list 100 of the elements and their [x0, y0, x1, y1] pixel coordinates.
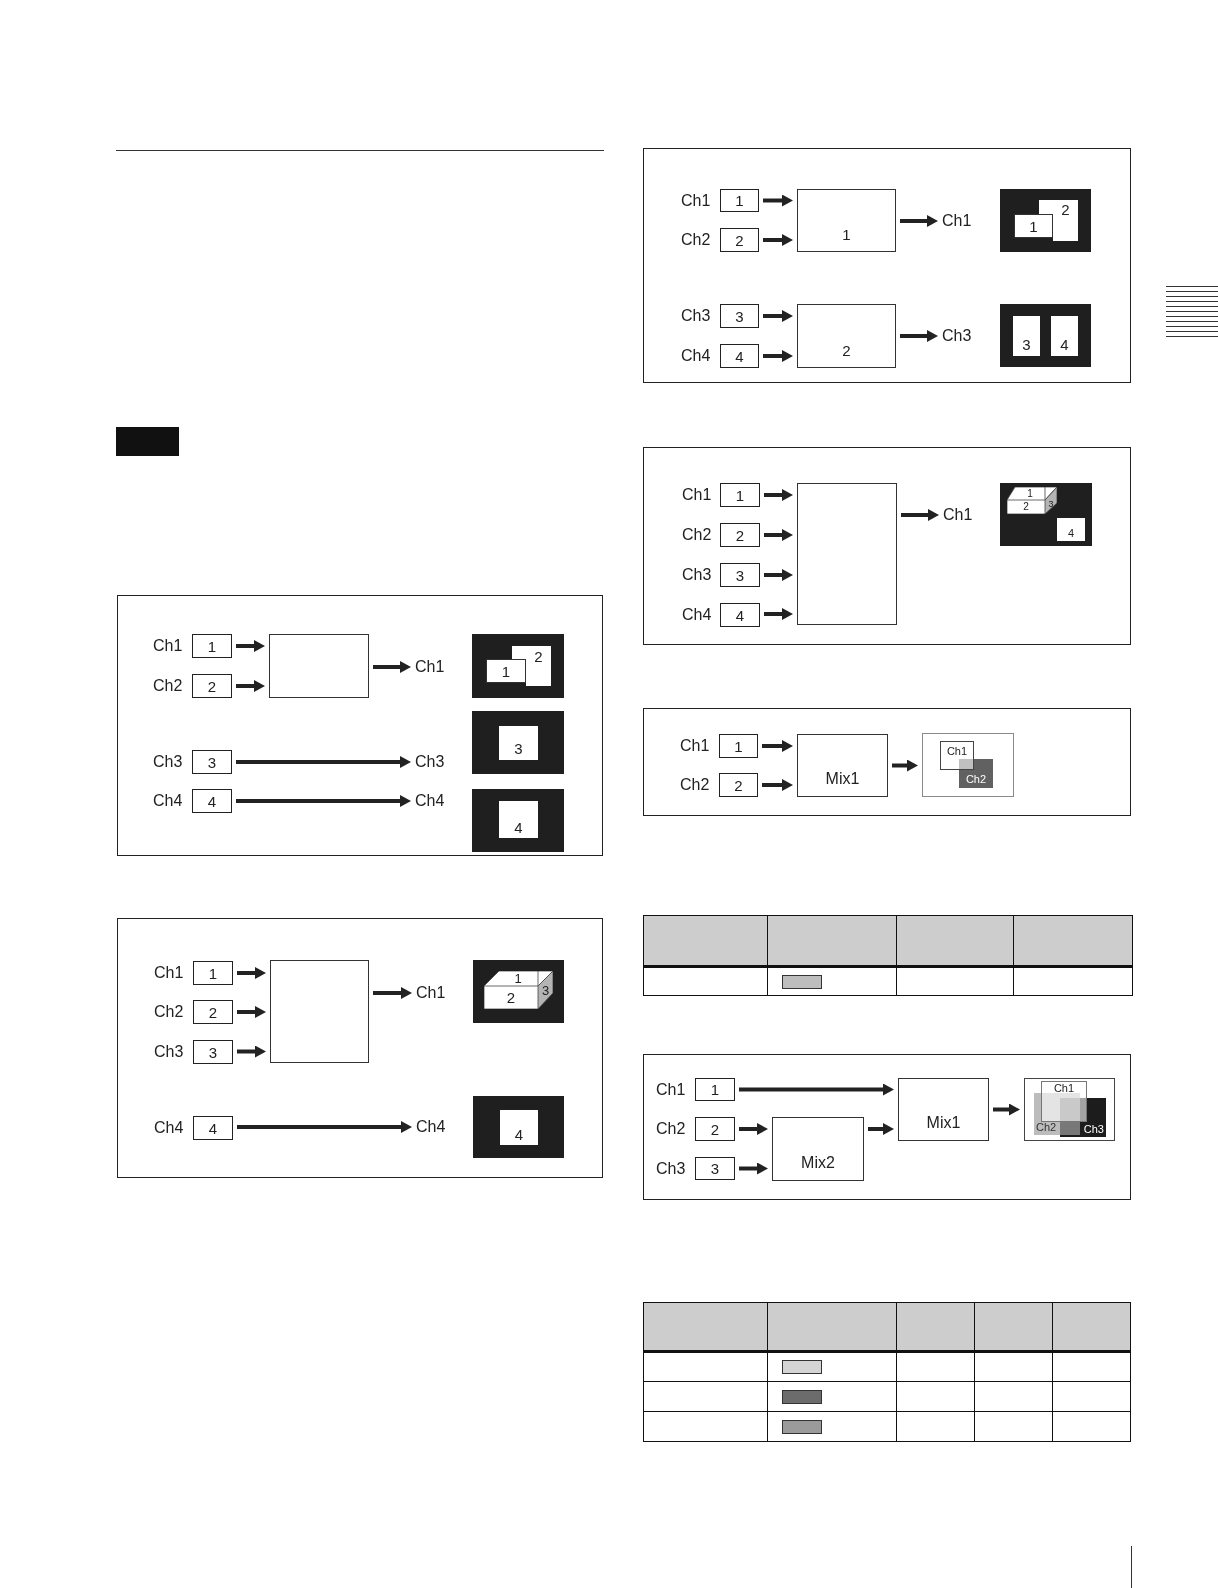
arrow: [236, 680, 265, 692]
channel-label: Ch4: [681, 346, 711, 366]
arrow: [764, 569, 793, 581]
output-screen: [473, 960, 564, 1023]
source-box: 4: [720, 344, 759, 368]
arrow: [764, 489, 793, 501]
arrow: [237, 1045, 266, 1058]
arrow: [373, 661, 411, 673]
channel-label: Ch2: [680, 775, 710, 795]
channel-label: Ch4: [153, 791, 183, 811]
arrow: [892, 759, 918, 772]
cube-face: 3: [1045, 487, 1057, 514]
source-box: 1: [192, 634, 232, 658]
diagram-panel: [117, 918, 603, 1178]
channel-label: Ch1: [682, 485, 712, 505]
source-box: 3: [720, 304, 759, 328]
source-box: 2: [695, 1117, 735, 1141]
process-box: [270, 960, 369, 1063]
source-box: 2: [193, 1000, 233, 1024]
arrow: [763, 350, 793, 362]
layer-window: Ch2: [959, 759, 993, 788]
source-box: 1: [720, 483, 760, 507]
output-screen: [473, 1096, 564, 1158]
channel-label: Ch4: [682, 605, 712, 625]
mixer-box: Mix1: [797, 734, 888, 797]
output-screen: [472, 789, 564, 852]
screen-window: 4: [1051, 316, 1078, 356]
composite-preview: [1024, 1078, 1115, 1141]
source-box: 1: [720, 189, 759, 212]
arrow: [763, 234, 793, 246]
output-channel-label: Ch1: [942, 211, 972, 231]
diagram-panel: [643, 148, 1131, 383]
channel-label: Ch2: [682, 525, 712, 545]
diagram-panel: [117, 595, 603, 856]
screen-window: 4: [500, 1110, 538, 1145]
process-box: [797, 483, 897, 625]
source-box: 2: [719, 773, 758, 797]
screen-window: 3: [1013, 316, 1040, 356]
arrow: [373, 987, 412, 999]
cube-face: 2: [1007, 500, 1045, 514]
layer-window: Ch1: [1041, 1081, 1087, 1122]
output-screen: [1000, 304, 1091, 367]
channel-label: Ch3: [153, 752, 183, 772]
arrow: [901, 509, 939, 521]
channel-label: Ch3: [682, 565, 712, 585]
arrow: [900, 215, 938, 227]
diagram-panel: [643, 708, 1131, 816]
output-channel-label: Ch1: [416, 983, 446, 1003]
source-box: 3: [720, 563, 760, 587]
source-box: 4: [192, 789, 232, 813]
arrow: [237, 1006, 266, 1018]
source-box: 3: [193, 1040, 233, 1064]
arrow: [764, 529, 793, 541]
source-box: 4: [720, 603, 760, 627]
screen-window: 1: [1014, 214, 1053, 238]
cube-face: 3: [538, 971, 553, 1009]
arrow: [993, 1103, 1020, 1116]
arrow: [236, 756, 411, 768]
screen-window: 3: [499, 726, 538, 760]
arrow: [762, 740, 793, 752]
arrow: [868, 1123, 894, 1135]
process-box: 1: [797, 189, 896, 252]
source-box: 2: [720, 523, 760, 547]
output-screen: [1000, 189, 1091, 252]
arrow: [237, 1121, 412, 1133]
output-channel-label: Ch4: [415, 791, 445, 811]
arrow: [739, 1123, 768, 1135]
arrow: [763, 310, 793, 322]
channel-label: Ch2: [153, 676, 183, 696]
process-box: 2: [797, 304, 896, 368]
channel-label: Ch1: [680, 736, 710, 756]
output-channel-label: Ch1: [415, 657, 445, 677]
arrow: [739, 1162, 768, 1175]
arrow: [762, 779, 793, 791]
layer-window: Ch1: [940, 741, 974, 770]
diagram-panel: [643, 1054, 1131, 1200]
arrow: [236, 795, 411, 807]
screen-window: 4: [1057, 518, 1085, 541]
channel-label: Ch3: [154, 1042, 184, 1062]
arrow: [900, 330, 938, 342]
diagram-panel: [643, 447, 1131, 645]
mixer-box: Mix1: [898, 1078, 989, 1141]
output-screen: [472, 711, 564, 774]
arrow: [739, 1083, 894, 1096]
source-box: 3: [192, 750, 232, 774]
channel-label: Ch1: [154, 963, 184, 983]
output-channel-label: Ch4: [416, 1117, 446, 1137]
process-box: [269, 634, 369, 698]
arrow: [763, 194, 793, 207]
output-channel-label: Ch1: [943, 505, 973, 525]
channel-label: Ch1: [656, 1080, 686, 1100]
layer-window: Ch2: [1034, 1093, 1080, 1135]
channel-label: Ch3: [656, 1159, 686, 1179]
source-box: 4: [193, 1116, 233, 1140]
source-box: 1: [193, 961, 233, 985]
output-channel-label: Ch3: [415, 752, 445, 772]
source-box: 1: [695, 1078, 735, 1101]
arrow: [237, 967, 266, 979]
channel-label: Ch1: [153, 636, 183, 656]
output-screen: [1000, 483, 1092, 546]
